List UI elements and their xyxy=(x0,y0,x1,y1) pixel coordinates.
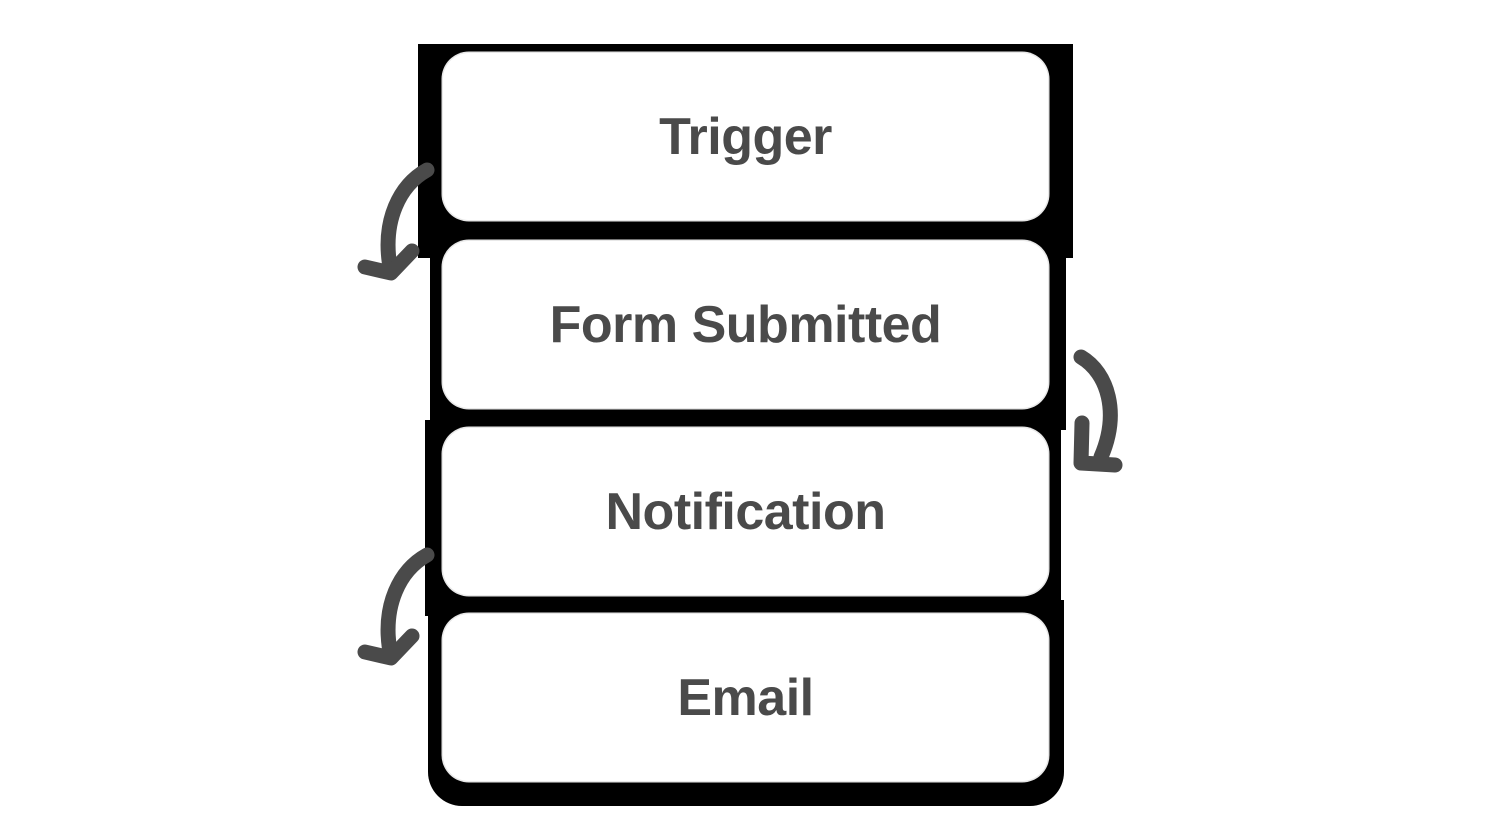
connector-3-curve xyxy=(380,547,435,660)
node-label-notification: Notification xyxy=(605,482,886,541)
node-label-trigger: Trigger xyxy=(659,107,832,166)
node-label-form-submitted: Form Submitted xyxy=(549,295,942,354)
connector-2-arrowhead xyxy=(1073,415,1123,473)
connector-2-curve xyxy=(1073,349,1118,465)
connector-arrow-trigger-to-form-submitted xyxy=(357,162,435,281)
node-email[interactable]: Email xyxy=(443,614,1048,781)
node-form-submitted[interactable]: Form Submitted xyxy=(443,241,1048,408)
node-trigger[interactable]: Trigger xyxy=(443,53,1048,220)
connector-arrow-notification-to-email xyxy=(357,547,435,666)
connector-1-arrowhead xyxy=(357,243,420,281)
node-notification[interactable]: Notification xyxy=(443,428,1048,595)
node-label-email: Email xyxy=(677,668,814,727)
connector-3-arrowhead xyxy=(357,628,420,666)
connector-arrow-form-submitted-to-notification xyxy=(1073,349,1123,473)
connector-1-curve xyxy=(380,162,435,275)
